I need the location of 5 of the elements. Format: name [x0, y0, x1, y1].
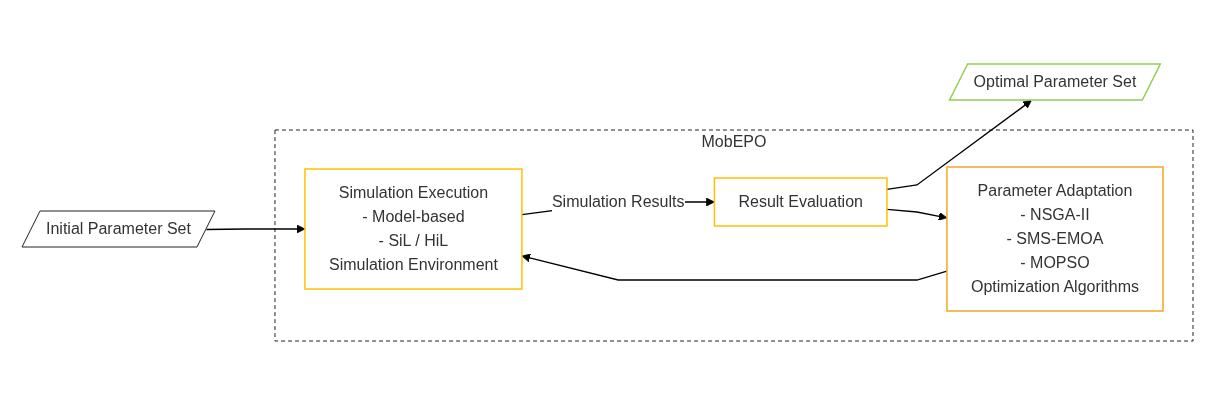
- arrow: [205, 224, 305, 234]
- node-box: Parameter Adaptation - NSGA-II - SMS-EMOA - MOPSO Optimization Algorithms: [945, 166, 1164, 312]
- node-box: Result Evaluation: [713, 177, 888, 227]
- node-box: Simulation Execution - Model-based - SiL / HiL Simulation Environment: [303, 168, 523, 290]
- edge-label: Simulation Results: [551, 193, 684, 210]
